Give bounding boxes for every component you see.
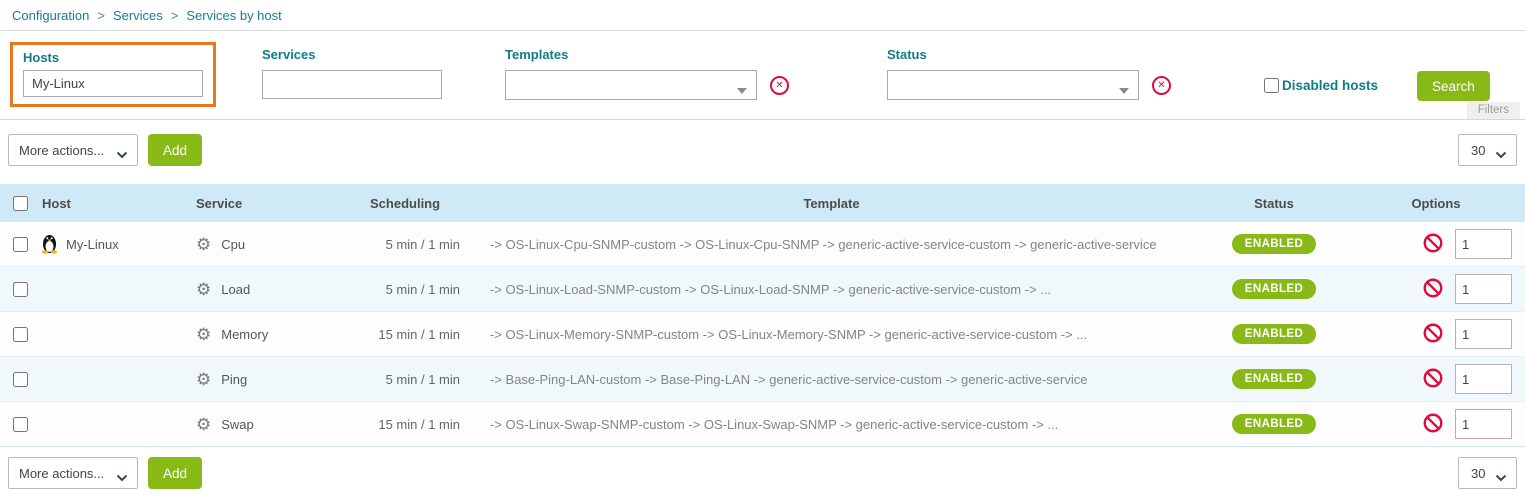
status-badge: ENABLED bbox=[1231, 369, 1317, 389]
template-chain: -> OS-Linux-Load-SNMP-custom -> OS-Linux… bbox=[490, 281, 1052, 297]
header-options: Options bbox=[1411, 195, 1461, 211]
row-checkbox[interactable] bbox=[12, 281, 28, 297]
blocked-icon[interactable] bbox=[1422, 412, 1444, 437]
header-host[interactable]: Host bbox=[42, 195, 71, 211]
hosts-input[interactable] bbox=[23, 70, 203, 97]
service-name[interactable]: Cpu bbox=[221, 236, 246, 252]
breadcrumb-separator: > bbox=[97, 7, 105, 23]
table-row: ⚙ Ping 5 min / 1 min -> Base-Ping-LAN-cu… bbox=[0, 357, 1525, 402]
breadcrumb-separator: > bbox=[170, 7, 179, 23]
header-scheduling[interactable]: Scheduling bbox=[370, 195, 441, 211]
template-chain: -> OS-Linux-Cpu-SNMP-custom -> OS-Linux-… bbox=[490, 236, 1157, 252]
blocked-icon[interactable] bbox=[1422, 322, 1444, 347]
table-row: ⚙ Load 5 min / 1 min -> OS-Linux-Load-SN… bbox=[0, 267, 1525, 312]
table-row: ⚙ Swap 15 min / 1 min -> OS-Linux-Swap-S… bbox=[0, 402, 1525, 447]
row-checkbox[interactable] bbox=[12, 236, 28, 252]
scheduling-value: 5 min / 1 min bbox=[385, 371, 460, 387]
gear-icon: ⚙ bbox=[196, 324, 212, 344]
service-name[interactable]: Load bbox=[221, 281, 251, 297]
services-table: Host Service Scheduling Template Status … bbox=[0, 184, 1525, 447]
more-actions-select-bottom[interactable]: More actions... bbox=[8, 457, 138, 489]
select-all-checkbox[interactable] bbox=[12, 195, 28, 211]
page-size-select-top[interactable]: 30 bbox=[1458, 134, 1517, 166]
blocked-icon[interactable] bbox=[1422, 367, 1444, 392]
bottom-toolbar: More actions... Add 30 bbox=[0, 447, 1525, 489]
options-input[interactable] bbox=[1455, 229, 1512, 259]
options-input[interactable] bbox=[1455, 409, 1512, 439]
disabled-hosts-checkbox[interactable] bbox=[1264, 78, 1279, 93]
template-chain: -> OS-Linux-Swap-SNMP-custom -> OS-Linux… bbox=[490, 416, 1059, 432]
breadcrumb-item-services[interactable]: Services bbox=[112, 7, 163, 23]
status-badge: ENABLED bbox=[1231, 234, 1317, 254]
row-checkbox[interactable] bbox=[12, 371, 28, 387]
search-button[interactable]: Search bbox=[1417, 71, 1490, 101]
hosts-label: Hosts bbox=[23, 50, 60, 65]
status-select[interactable] bbox=[887, 70, 1139, 100]
service-name[interactable]: Swap bbox=[221, 416, 254, 432]
scheduling-value: 5 min / 1 min bbox=[385, 236, 460, 252]
blocked-icon[interactable] bbox=[1422, 277, 1444, 302]
status-badge: ENABLED bbox=[1231, 279, 1317, 299]
status-label: Status bbox=[887, 47, 927, 62]
top-toolbar: More actions... Add 30 bbox=[0, 120, 1525, 176]
table-header-row: Host Service Scheduling Template Status … bbox=[0, 184, 1525, 222]
status-badge: ENABLED bbox=[1231, 414, 1317, 434]
add-button-top[interactable]: Add bbox=[148, 134, 203, 166]
scheduling-value: 15 min / 1 min bbox=[378, 326, 460, 342]
template-chain: -> OS-Linux-Memory-SNMP-custom -> OS-Lin… bbox=[490, 326, 1088, 342]
clear-status-icon[interactable]: ✕ bbox=[1152, 75, 1171, 95]
table-row: My-Linux ⚙ Cpu 5 min / 1 min -> OS-Linux… bbox=[0, 222, 1525, 267]
page-size-select-bottom[interactable]: 30 bbox=[1458, 457, 1517, 489]
header-status[interactable]: Status bbox=[1254, 195, 1294, 211]
services-label: Services bbox=[262, 47, 316, 62]
gear-icon: ⚙ bbox=[196, 369, 212, 389]
template-chain: -> Base-Ping-LAN-custom -> Base-Ping-LAN… bbox=[490, 371, 1088, 387]
templates-filter-group: Templates ✕ bbox=[505, 47, 789, 100]
host-name[interactable]: My-Linux bbox=[66, 236, 119, 252]
status-filter-group: Status ✕ bbox=[887, 47, 1171, 100]
add-button-bottom[interactable]: Add bbox=[148, 457, 203, 489]
hosts-filter-group: Hosts bbox=[10, 42, 216, 107]
gear-icon: ⚙ bbox=[196, 234, 212, 254]
scheduling-value: 15 min / 1 min bbox=[378, 416, 460, 432]
service-name[interactable]: Memory bbox=[221, 326, 269, 342]
services-filter-group: Services bbox=[262, 47, 442, 99]
templates-select[interactable] bbox=[505, 70, 757, 100]
table-row: ⚙ Memory 15 min / 1 min -> OS-Linux-Memo… bbox=[0, 312, 1525, 357]
header-service[interactable]: Service bbox=[196, 195, 243, 211]
disabled-hosts-label: Disabled hosts bbox=[1282, 78, 1379, 93]
scheduling-value: 5 min / 1 min bbox=[385, 281, 460, 297]
clear-templates-icon[interactable]: ✕ bbox=[770, 75, 789, 95]
options-input[interactable] bbox=[1455, 274, 1512, 304]
gear-icon: ⚙ bbox=[196, 279, 212, 299]
caret-down-icon bbox=[1119, 82, 1129, 100]
breadcrumb-item-configuration[interactable]: Configuration bbox=[12, 7, 90, 23]
filters-tab[interactable]: Filters bbox=[1466, 102, 1520, 119]
options-input[interactable] bbox=[1455, 364, 1512, 394]
caret-down-icon bbox=[737, 82, 747, 100]
breadcrumb-item-services-by-host: Services by host bbox=[186, 7, 282, 23]
options-input[interactable] bbox=[1455, 319, 1512, 349]
gear-icon: ⚙ bbox=[196, 414, 212, 434]
service-name[interactable]: Ping bbox=[221, 371, 248, 387]
disabled-hosts-filter: Disabled hosts bbox=[1264, 78, 1378, 93]
row-checkbox[interactable] bbox=[12, 326, 28, 342]
filter-panel: Hosts Services Templates ✕ Status bbox=[0, 30, 1525, 120]
header-template[interactable]: Template bbox=[803, 195, 860, 211]
row-checkbox[interactable] bbox=[12, 416, 28, 432]
breadcrumb: Configuration > Services > Services by h… bbox=[0, 0, 1525, 30]
blocked-icon[interactable] bbox=[1422, 232, 1444, 257]
more-actions-select-top[interactable]: More actions... bbox=[8, 134, 138, 166]
status-badge: ENABLED bbox=[1231, 324, 1317, 344]
linux-penguin-icon bbox=[40, 232, 59, 257]
templates-label: Templates bbox=[505, 47, 569, 62]
services-input[interactable] bbox=[262, 70, 442, 99]
